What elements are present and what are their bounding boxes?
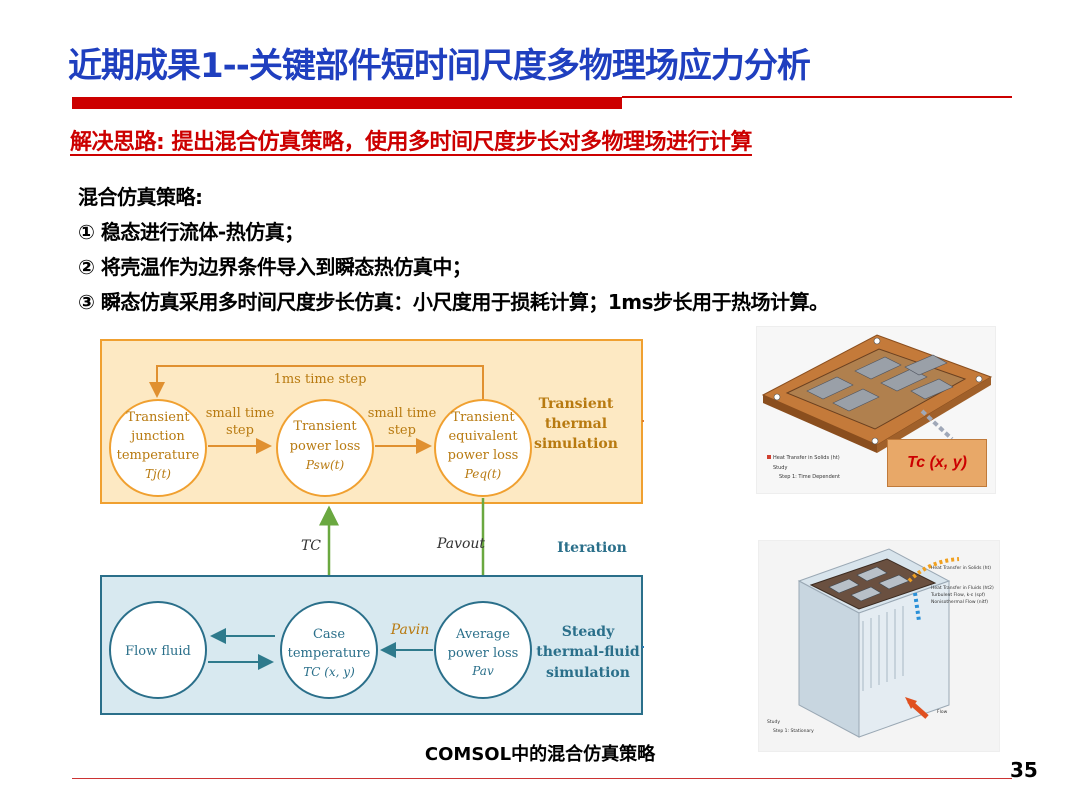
node2-line2: power loss [290,439,361,454]
node-transient-power-loss [276,399,374,497]
strategy-item-2: ② 将壳温作为边界条件导入到瞬态热仿真中； [78,255,472,279]
baseplate-model: Heat Transfer in Solids (ht) Study Step … [761,334,993,480]
slide-title: 近期成果1--关键部件短时间尺度多物理场应力分析 [68,46,811,86]
avg-line3: Pav [471,664,494,678]
footer-line [72,778,1012,779]
page-number: 35 [1010,758,1038,782]
transient-label-3: simulation [534,436,618,452]
tc-label-box: Tc (x, y) [887,439,987,487]
title-bar-red [72,97,622,109]
tree-study: Study [773,465,787,471]
node2-line1: Transient [293,419,357,434]
transient-label-1: Transient [539,396,614,412]
case-line1: Case [313,627,345,642]
simulation-diagram: 1ms time step Transient junction tempera… [100,339,645,715]
node2-var: Psw(t) [305,458,345,472]
label-iteration: Iteration [557,540,627,556]
node-case-temperature [280,601,378,699]
pointer-dotted-blue [913,592,921,622]
figure-caption: COMSOL中的混合仿真策略 [424,744,656,765]
tree-step2: Step 1: Stationary [773,728,814,734]
node-average-power-loss [434,601,532,699]
step2-line1: small time [368,406,437,421]
tree-ht2: Heat Transfer in Fluids (ht2) [931,585,994,591]
pointer-dashed-line [920,409,954,441]
step2-line2: step [388,423,416,438]
node-junction-temperature [109,399,207,497]
node1-var: Tj(t) [145,467,171,481]
label-pavout: Pavout [436,536,485,552]
pointer-dotted-orange [907,557,960,583]
strategy-item-3: ③ 瞬态仿真采用多时间尺度步长仿真：小尺度用于损耗计算；1ms步长用于热场计算。 [78,290,829,314]
tree-nitf: Nonisothermal Flow (nitf) [931,599,988,605]
tree-study2: Study [767,719,780,725]
loop-label: 1ms time step [274,372,367,387]
node1-line1: Transient [126,410,190,425]
tree-step: Step 1: Time Dependent [779,474,840,480]
steady-label-3: simulation [546,665,630,681]
case-line3: TC (x, y) [303,665,355,679]
transient-label-2: thermal [545,416,607,432]
slide-subtitle: 解决思路: 提出混合仿真策略，使用多时间尺度步长对多物理场进行计算 [70,130,752,155]
label-tc: TC [301,538,321,554]
node1-line3: temperature [117,448,200,463]
steady-label-2: thermal-fluid [536,644,640,660]
node3-var: Peq(t) [464,467,502,481]
node-equivalent-power-loss [434,399,532,497]
node3-line1: Transient [451,410,515,425]
node3-line3: power loss [448,448,519,463]
case-line2: temperature [288,646,371,661]
flow-fluid-label: Flow fluid [125,644,191,659]
steady-label-1: Steady [562,624,615,640]
comsol-transient-screenshot: Heat Transfer in Solids (ht) Study Step … [756,326,996,494]
tree-spf: Turbulent Flow, k-ε (spf) [930,592,985,598]
avg-line1: Average [455,627,510,642]
title-bar-line [622,96,1012,98]
tree-ht: Heat Transfer in Solids (ht) [931,565,991,571]
loop-arrow [149,365,484,400]
strategy-heading: 混合仿真策略: [78,185,203,209]
strategy-list: 混合仿真策略: ① 稳态进行流体-热仿真； ② 将壳温作为边界条件导入到瞬态热仿… [78,180,829,320]
avg-line2: power loss [448,646,519,661]
node1-line2: junction [129,429,185,444]
tree-heat-solids: Heat Transfer in Solids (ht) [773,455,840,461]
heatsink-model: Heat Transfer in Solids (ht) Heat Transf… [767,548,994,738]
comsol-steady-screenshot: Heat Transfer in Solids (ht) Heat Transf… [758,540,1000,752]
node3-line2: equivalent [448,429,518,444]
step1-line1: small time [206,406,275,421]
label-pavin: Pavin [390,622,430,638]
strategy-item-1: ① 稳态进行流体-热仿真； [78,220,304,244]
flow-label: Flow [937,709,948,715]
step1-line2: step [226,423,254,438]
node-flow-fluid [109,601,207,699]
